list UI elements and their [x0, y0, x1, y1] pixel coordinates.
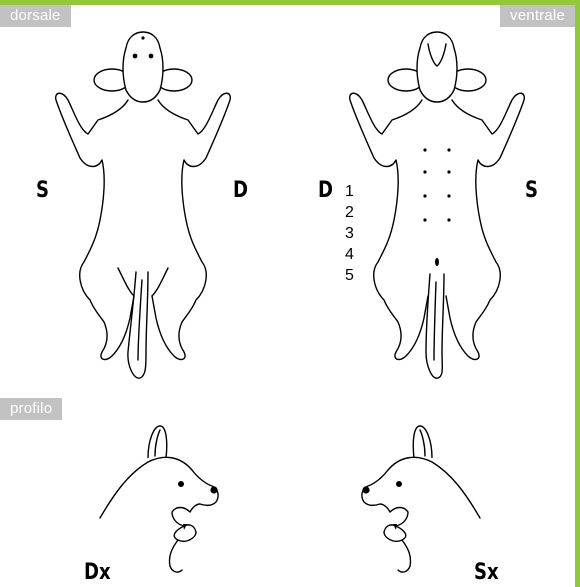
- profile-right-tooth: [183, 524, 187, 530]
- profile-left-eye: [396, 481, 402, 487]
- dorsal-right-eye: [149, 54, 154, 59]
- ventral-tail-midline: [434, 282, 436, 360]
- ventral-head: [417, 32, 457, 102]
- profile-left-tooth: [393, 524, 397, 530]
- profile-right-eye: [178, 481, 184, 487]
- profile-right-head: [100, 426, 218, 572]
- mamma-number-5: 5: [345, 268, 354, 284]
- mamma-number-1: 1: [345, 184, 354, 200]
- profile-left-outline: [362, 457, 480, 572]
- dorsal-animal-outline: [56, 32, 231, 378]
- mamma-number-3: 3: [345, 226, 354, 242]
- mamma-number-2: 2: [345, 205, 354, 221]
- dorsal-left-eye: [133, 54, 138, 59]
- profile-right-label: Dx: [84, 560, 111, 585]
- dorsal-hips: [118, 268, 168, 296]
- ventral-genital-mark: [435, 258, 439, 266]
- dorsal-nose: [141, 36, 144, 39]
- dorsal-body: [56, 93, 231, 359]
- profile-left-label: Sx: [474, 560, 499, 585]
- ventral-right-side-label: S: [525, 178, 538, 203]
- profile-right-outline: [100, 457, 218, 572]
- ventral-body: [350, 93, 525, 359]
- dorsal-left-side-label: S: [36, 178, 49, 203]
- dorsal-tail-midline: [138, 280, 142, 360]
- profile-left-ear: [413, 426, 432, 458]
- profile-left-nose: [362, 486, 369, 493]
- profile-right-nose: [210, 486, 217, 493]
- mamma-number-4: 4: [345, 247, 354, 263]
- dorsal-head: [123, 32, 163, 102]
- dorsal-tail: [128, 272, 148, 378]
- ventral-left-side-label: D: [318, 178, 333, 203]
- profile-left-head: [362, 426, 480, 572]
- ventral-animal-outline: [350, 32, 525, 378]
- profile-right-ear: [148, 426, 167, 458]
- dorsal-right-side-label: D: [233, 178, 248, 203]
- ventral-mammae-dots: [423, 148, 450, 221]
